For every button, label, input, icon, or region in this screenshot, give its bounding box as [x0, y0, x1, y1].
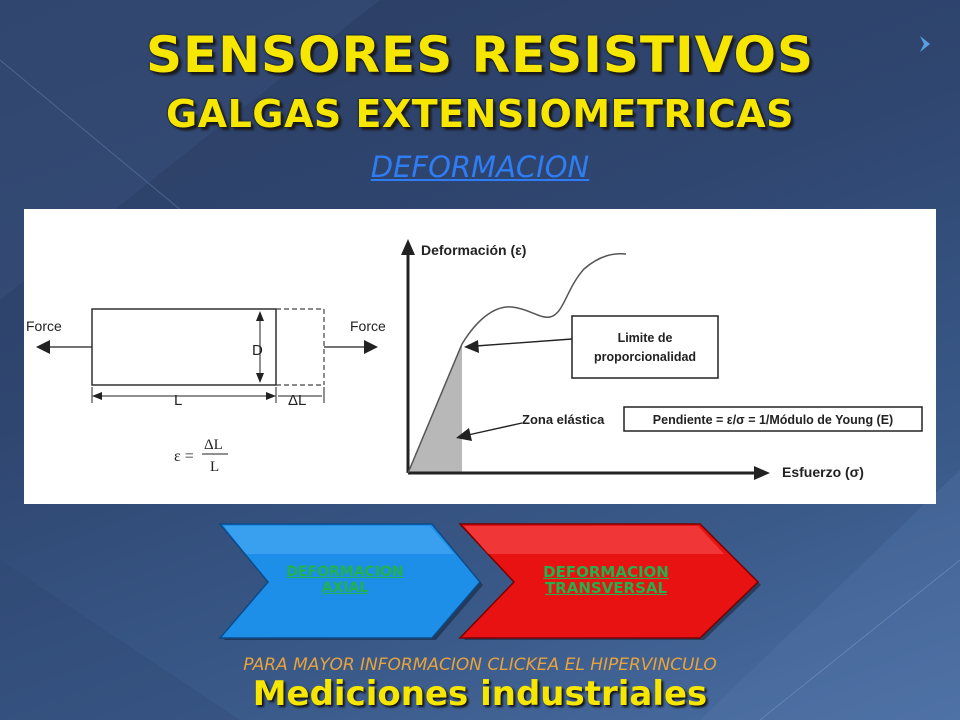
transversal-label-line1: DEFORMACION — [543, 563, 669, 581]
elastic-zone-label: Zona elástica — [522, 412, 605, 427]
axial-label-line1: DEFORMACION — [286, 564, 404, 580]
formula-numerator: ΔL — [204, 437, 223, 453]
y-axis-arrow-icon — [401, 239, 415, 255]
axial-chevron-shape — [218, 523, 483, 640]
dim-d-label: D — [252, 342, 263, 359]
transversal-label-line2: TRANSVERSAL — [544, 579, 668, 597]
limit-box-line1: Limite de — [618, 331, 673, 345]
deformation-figure: Force Force D L ΔL ε = ΔL — [24, 209, 936, 504]
dim-delta-l-label: ΔL — [288, 392, 306, 409]
limit-box-line2: proporcionalidad — [594, 350, 696, 364]
slope-box-text: Pendiente = ε/σ = 1/Módulo de Young (E) — [653, 413, 893, 427]
force-left-label: Force — [26, 318, 62, 334]
limit-pointer-icon — [464, 340, 479, 353]
deformacion-link[interactable]: DEFORMACION — [370, 150, 590, 184]
slide-title: SENSORES RESISTIVOS — [146, 26, 814, 84]
footer-note: PARA MAYOR INFORMACION CLICKEA EL HIPERV… — [243, 655, 717, 675]
axial-label-line2: AXIAL — [321, 580, 369, 596]
transversal-chevron-shape — [458, 523, 761, 640]
deformation-diagram: Force Force D L ΔL ε = ΔL — [26, 239, 923, 480]
stress-strain-graph: Deformación (ε) Esfuerzo (σ) Limite de p… — [401, 239, 923, 480]
footer-brand[interactable]: Mediciones industriales — [252, 674, 708, 714]
bar-diagram: Force Force D L ΔL ε = ΔL — [26, 308, 386, 475]
formula-denominator: L — [210, 459, 219, 475]
y-axis-label: Deformación (ε) — [421, 242, 526, 258]
chevron-bullet-icon — [920, 36, 930, 52]
formula-lhs: ε = — [174, 448, 194, 465]
slide-subtitle: GALGAS EXTENSIOMETRICAS — [165, 92, 795, 136]
arrow-left-icon — [36, 340, 50, 354]
arrow-right-icon — [364, 340, 378, 354]
force-right-label: Force — [350, 318, 386, 334]
x-axis-arrow-icon — [754, 466, 770, 480]
x-axis-label: Esfuerzo (σ) — [782, 464, 864, 480]
dim-l-label: L — [174, 392, 182, 409]
elastic-pointer-icon — [456, 428, 472, 441]
